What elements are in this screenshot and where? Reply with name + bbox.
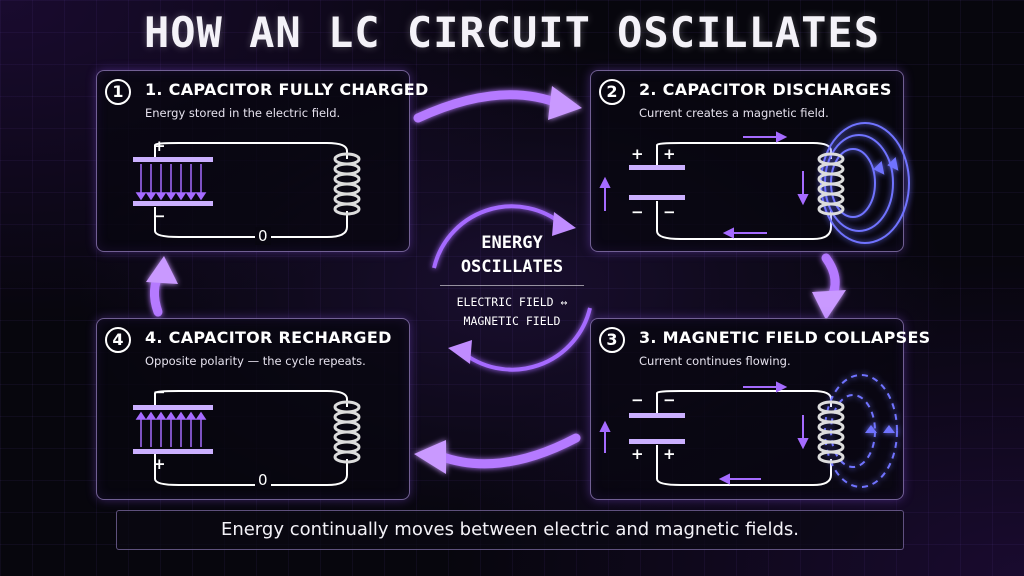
- panel-title: 1. CAPACITOR FULLY CHARGED: [145, 80, 429, 99]
- minus-sign: −: [663, 391, 676, 409]
- plus-sign: +: [153, 137, 166, 155]
- current-arrow-icon: [599, 131, 809, 239]
- inductor-coil-icon: [333, 400, 361, 464]
- center-divider: [440, 285, 584, 286]
- center-caption-line1: ELECTRIC FIELD ↔: [456, 295, 568, 309]
- panel-subtitle: Current continues flowing.: [639, 354, 791, 368]
- arrow-4-to-1-icon: [146, 256, 178, 317]
- center-title-line2: OSCILLATES: [460, 257, 564, 277]
- lc-circuit-diagram: [599, 374, 898, 488]
- center-caption-line2: MAGNETIC FIELD: [463, 314, 561, 328]
- step-number-badge: 1: [105, 79, 131, 105]
- energy-oscillates-cycle: ENERGY OSCILLATES ELECTRIC FIELD ↔ MAGNE…: [412, 188, 612, 388]
- minus-sign: −: [153, 383, 166, 401]
- panel-title: 3. MAGNETIC FIELD COLLAPSES: [639, 328, 931, 347]
- capacitor-icon: [629, 413, 685, 444]
- current-zero-label: 0: [255, 227, 271, 245]
- arrow-1-to-2-icon: [413, 86, 582, 123]
- panel-title: 4. CAPACITOR RECHARGED: [145, 328, 392, 347]
- panel-subtitle: Energy stored in the electric field.: [145, 106, 341, 120]
- lc-circuit-diagram: [599, 122, 910, 244]
- step-number-badge: 4: [105, 327, 131, 353]
- step-number-badge: 2: [599, 79, 625, 105]
- current-arrow-icon: [599, 381, 809, 485]
- capacitor-icon: [629, 165, 685, 200]
- lc-circuit-diagram: [133, 142, 361, 238]
- capacitor-icon: [133, 157, 213, 206]
- arrow-3-to-4-icon: [414, 433, 581, 474]
- panel-capacitor-discharges: 2 2. CAPACITOR DISCHARGES Current create…: [590, 70, 910, 252]
- page-title: HOW AN LC CIRCUIT OSCILLATES: [143, 8, 880, 57]
- step-number-badge: 3: [599, 327, 625, 353]
- panel-title: 2. CAPACITOR DISCHARGES: [639, 80, 892, 99]
- panel-capacitor-recharged: 4 4. CAPACITOR RECHARGED Opposite polari…: [96, 318, 410, 500]
- minus-sign: −: [153, 207, 166, 225]
- minus-sign: −: [631, 391, 644, 409]
- plus-sign: +: [663, 445, 676, 463]
- inductor-coil-icon: [333, 152, 361, 216]
- plus-sign: +: [631, 145, 644, 163]
- lc-circuit-diagram: [133, 390, 361, 486]
- plus-sign: +: [631, 445, 644, 463]
- minus-sign: −: [663, 203, 676, 221]
- inductor-coil-icon: [817, 152, 845, 216]
- plus-sign: +: [663, 145, 676, 163]
- panel-subtitle: Current creates a magnetic field.: [639, 106, 829, 120]
- circular-arrow-icon: [432, 204, 592, 372]
- panel-subtitle: Opposite polarity — the cycle repeats.: [145, 354, 366, 368]
- capacitor-icon: [133, 405, 213, 454]
- inductor-coil-icon: [817, 400, 845, 464]
- current-zero-label: 0: [255, 471, 271, 489]
- arrow-2-to-3-icon: [812, 253, 846, 320]
- minus-sign: −: [631, 203, 644, 221]
- footer-caption: Energy continually moves between electri…: [116, 510, 904, 550]
- plus-sign: +: [153, 455, 166, 473]
- panel-magnetic-field-collapses: 3 3. MAGNETIC FIELD COLLAPSES Current co…: [590, 318, 930, 500]
- center-title-line1: ENERGY: [481, 233, 543, 253]
- panel-capacitor-fully-charged: 1 1. CAPACITOR FULLY CHARGED Energy stor…: [96, 70, 428, 252]
